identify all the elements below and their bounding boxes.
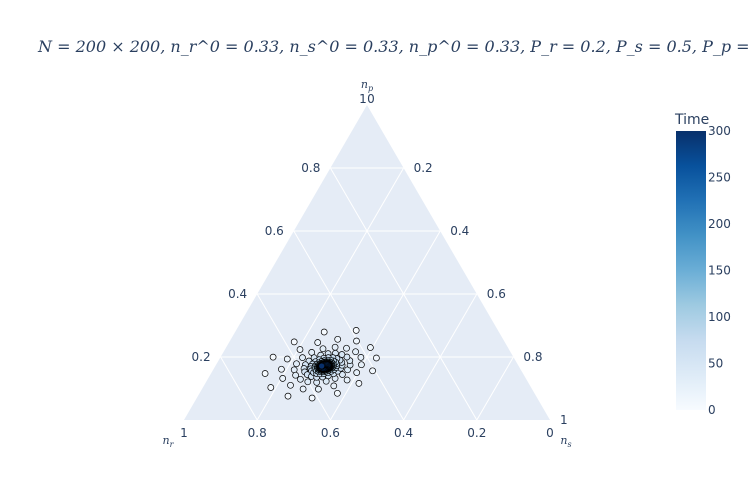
tick-ns: 0.8: [523, 350, 542, 364]
tick-nr: 0.8: [248, 426, 267, 440]
axis-title-nr: nr: [163, 434, 175, 449]
colorbar-tick: 300: [708, 124, 731, 138]
grid-line-ns: [476, 356, 514, 421]
time-marker: [334, 389, 341, 397]
time-marker: [261, 370, 269, 377]
time-marker: [267, 384, 275, 391]
tick-ns: 1: [560, 413, 568, 427]
time-marker: [319, 345, 327, 353]
colorbar: Time 0 50 100 150 200 250 300: [674, 112, 731, 417]
tick-ns: 0.4: [450, 224, 469, 238]
time-marker: [290, 338, 298, 346]
time-marker: [367, 344, 374, 351]
time-marker: [353, 337, 360, 345]
time-marker: [320, 328, 328, 336]
time-marker: [279, 375, 287, 382]
tick-np: 0.2: [192, 350, 211, 364]
tick-nr: 0.2: [467, 426, 486, 440]
tick-np: 1: [359, 92, 367, 106]
time-marker: [343, 344, 350, 352]
colorbar-tick: 50: [708, 357, 723, 371]
time-marker: [299, 385, 307, 393]
colorbar-tick: 200: [708, 217, 731, 231]
grid-line-ns: [403, 293, 478, 421]
time-marker: [287, 381, 294, 389]
time-marker: [353, 369, 361, 376]
time-marker: [369, 367, 376, 375]
time-marker: [283, 355, 291, 363]
colorbar-tick: 250: [708, 171, 731, 185]
tick-nr: 0: [546, 426, 554, 440]
time-marker: [358, 361, 365, 369]
trajectory-markers: [261, 327, 380, 402]
time-marker: [352, 327, 360, 334]
time-marker: [290, 366, 298, 374]
axis-title-np: np: [361, 78, 373, 93]
grid-line-nr: [220, 356, 258, 421]
time-marker: [293, 360, 300, 368]
time-marker: [284, 392, 292, 400]
time-marker: [304, 378, 312, 386]
colorbar-gradient: [676, 131, 706, 410]
tick-ns: 0.6: [487, 287, 506, 301]
time-marker: [318, 362, 326, 370]
colorbar-title: Time: [674, 112, 709, 128]
time-marker: [297, 375, 304, 383]
grid-line-nr: [293, 230, 405, 421]
axis-title-ns: ns: [560, 434, 571, 449]
time-marker: [296, 346, 304, 353]
time-marker: [330, 382, 338, 390]
time-marker: [357, 354, 365, 361]
time-marker: [299, 354, 306, 361]
grid-line-nr: [256, 293, 331, 421]
tick-ns: 0.2: [414, 161, 433, 175]
chart-title: N = 200 × 200, n_r^0 = 0.33, n_s^0 = 0.3…: [37, 37, 750, 56]
time-marker: [373, 354, 380, 362]
time-marker: [269, 353, 277, 361]
tick-np: 0.4: [228, 287, 247, 301]
colorbar-tick: 150: [708, 264, 731, 278]
time-marker: [315, 385, 322, 393]
time-marker: [314, 339, 322, 346]
time-marker: [308, 394, 316, 402]
time-marker: [292, 371, 299, 379]
tick-labels: 0.20.40.60.8100.20.40.60.8100.20.40.60.8…: [180, 92, 567, 440]
tick-ns: 0: [367, 92, 375, 106]
time-marker: [339, 371, 346, 378]
time-marker: [338, 351, 346, 358]
tick-np: 0.6: [265, 224, 284, 238]
time-marker: [355, 380, 363, 387]
time-marker: [343, 376, 351, 384]
ternary-background: [184, 105, 550, 420]
time-marker: [278, 365, 285, 373]
colorbar-tick: 0: [708, 403, 716, 417]
time-marker: [331, 343, 339, 351]
colorbar-ticks: 0 50 100 150 200 250 300: [708, 124, 731, 417]
grid-line-ns: [329, 230, 441, 421]
time-marker: [352, 348, 359, 356]
tick-nr: 1: [180, 426, 188, 440]
colorbar-tick: 100: [708, 310, 731, 324]
time-marker: [334, 335, 342, 343]
tick-nr: 0.4: [394, 426, 413, 440]
tick-nr: 0.6: [321, 426, 340, 440]
tick-np: 0.8: [301, 161, 320, 175]
